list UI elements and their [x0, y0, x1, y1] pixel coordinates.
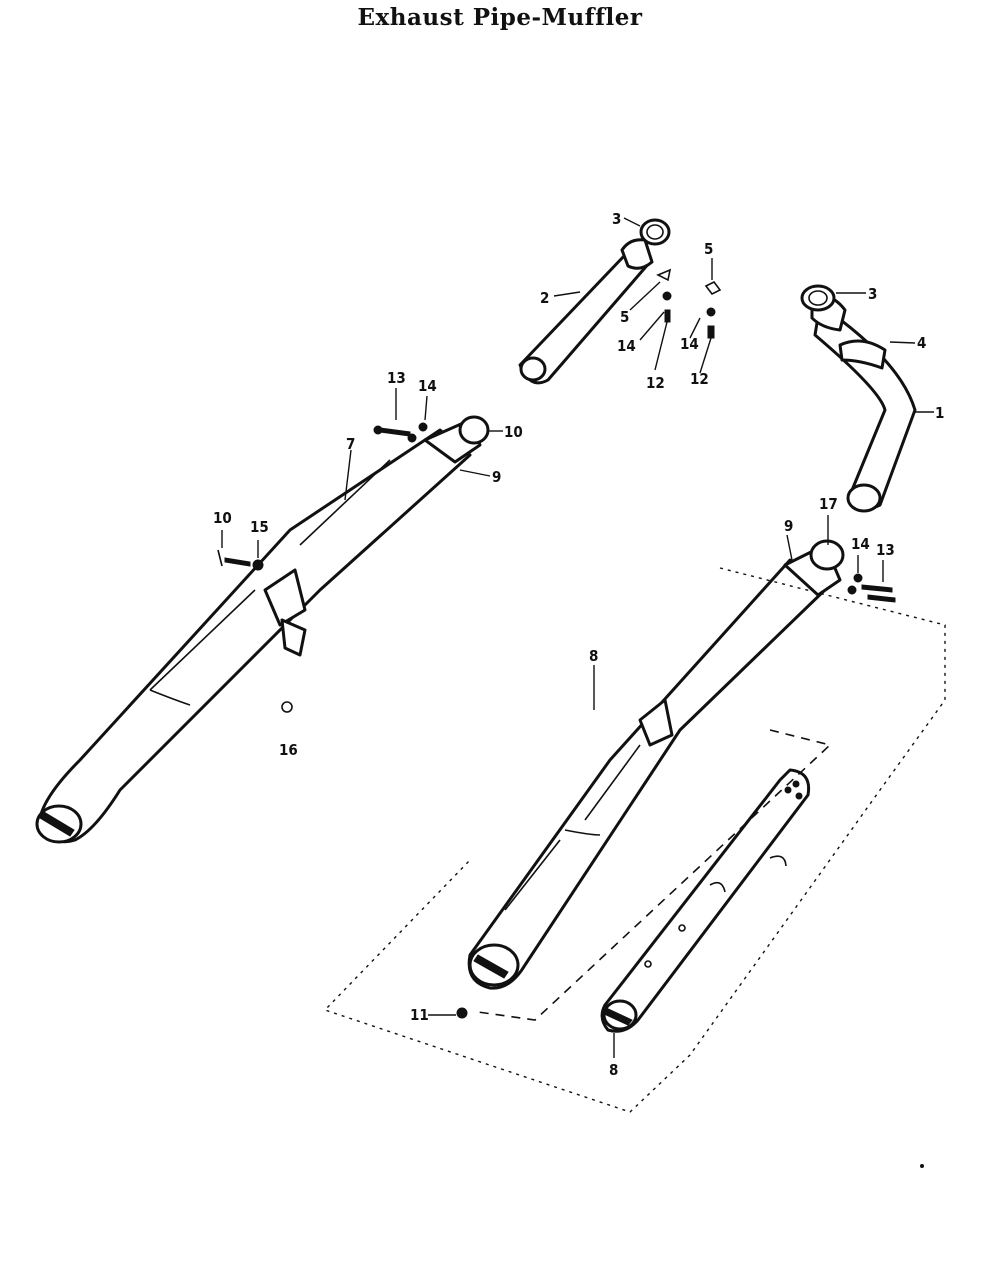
assembly-outline-outer	[323, 567, 946, 1113]
callout-12-right: 12	[690, 370, 709, 388]
muffler-baffle	[600, 768, 811, 1033]
callout-16: 16	[279, 741, 298, 759]
callout-12-left: 12	[646, 374, 665, 392]
callout-labels: 3 2 5 5 14 14 12 12 3 4 1 13 14 10 9 7 1…	[213, 210, 944, 1079]
callout-13-left: 13	[387, 369, 406, 387]
callout-14-left-muffler: 14	[418, 377, 437, 395]
callout-15: 15	[250, 518, 269, 536]
muffler-left	[35, 415, 490, 844]
callout-5-left: 5	[620, 308, 629, 326]
callout-5-right: 5	[704, 240, 713, 258]
callout-3-top: 3	[612, 210, 621, 228]
callout-9-right: 9	[784, 517, 793, 535]
callout-9-left: 9	[492, 468, 501, 486]
callout-10-lower: 10	[213, 509, 232, 527]
exhaust-pipe-right	[800, 284, 917, 513]
callout-11: 11	[410, 1006, 429, 1024]
diagram-title: Exhaust Pipe-Muffler	[357, 4, 643, 31]
callout-1: 1	[935, 404, 944, 422]
muffler-right-clamp-hardware	[456, 573, 896, 1019]
muffler-left-clamp-hardware	[217, 422, 428, 713]
stray-dot	[920, 1164, 924, 1168]
callout-14-right-muffler: 14	[851, 535, 870, 553]
leader-lines	[221, 217, 934, 1058]
flange-nut-and-washer-set	[656, 268, 722, 339]
callout-17: 17	[819, 495, 838, 513]
callout-10-upper: 10	[504, 423, 523, 441]
callout-2: 2	[540, 289, 549, 307]
callout-14-left-pipe: 14	[617, 337, 636, 355]
callout-8-baffle: 8	[609, 1061, 618, 1079]
callout-4: 4	[917, 334, 926, 352]
callout-14-right-pipe: 14	[680, 335, 699, 353]
muffler-right	[467, 539, 845, 990]
callout-13-right: 13	[876, 541, 895, 559]
assembly-outline-inner	[477, 729, 832, 1021]
callout-3-right: 3	[868, 285, 877, 303]
callout-8-muffler: 8	[589, 647, 598, 665]
callout-7: 7	[346, 435, 355, 453]
exhaust-pipe-left	[518, 218, 671, 385]
